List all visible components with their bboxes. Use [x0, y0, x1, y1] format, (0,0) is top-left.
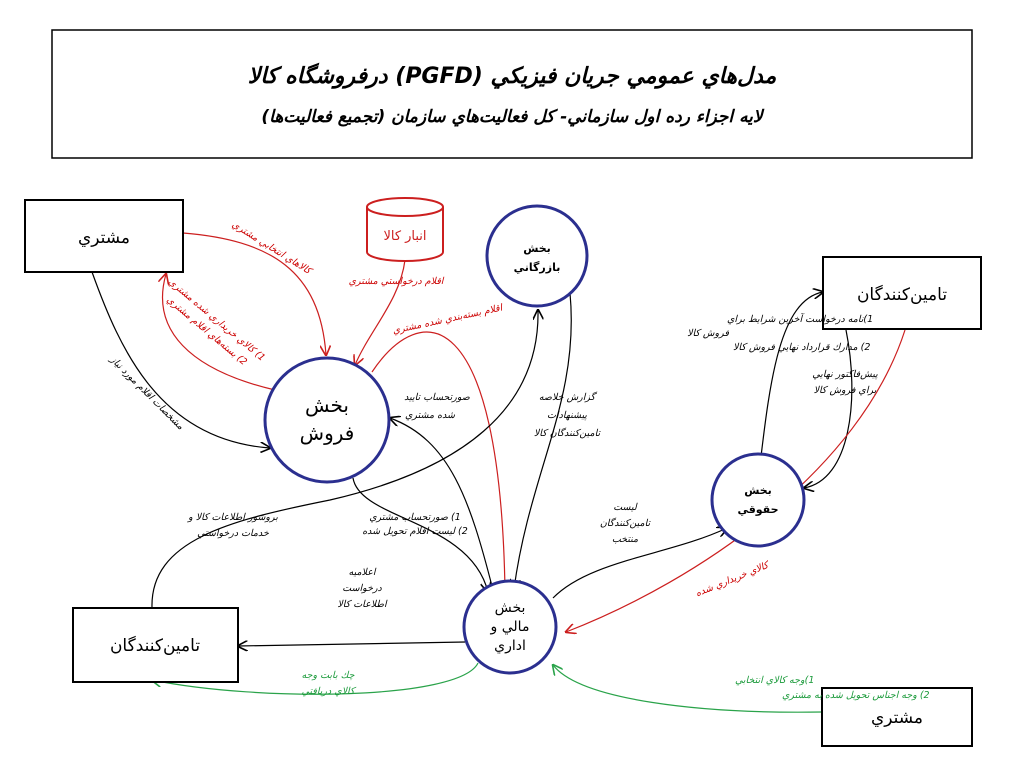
flow-check — [152, 662, 479, 695]
entity-supplier-left: تامين‌كنندگان — [72, 607, 239, 683]
label-requested-items: اقلام درخواستي مشتري — [349, 276, 445, 287]
process-commercial: بخش بازرگاني — [485, 204, 589, 308]
process-commercial-line1: بخش — [523, 242, 551, 255]
label-proforma-1: پيش‌فاكتور نهايي — [812, 369, 878, 380]
label-supplier-letter-3: 2) مدارك قرارداد نهايي فروش كالا — [733, 342, 870, 353]
process-sales-line1: بخش — [305, 393, 349, 417]
flow-supplier-letter — [759, 292, 823, 466]
entity-supplier-right: تامين‌كنندگان — [822, 256, 982, 330]
process-legal-line1: بخش — [744, 484, 772, 497]
title-line-2: لايه اجزاء رده اول سازماني- كل فعاليت‌ها… — [261, 107, 765, 127]
entity-customer-bottom: مشتري — [821, 687, 973, 747]
label-customer-invoice-2: 2) ليست اقلام تحويل شده — [362, 526, 468, 537]
label-proforma-2: براي فروش كالا — [814, 385, 877, 396]
flow-item-specs — [91, 271, 270, 448]
process-legal: بخش حقوقي — [710, 452, 806, 548]
store-warehouse: انبار كالا — [366, 197, 444, 262]
entity-customer-top-label: مشتري — [78, 228, 130, 248]
label-payment-1: 1)وجه كالاي انتخابي — [735, 675, 814, 686]
flow-packed-items — [371, 331, 505, 590]
label-selected-suppliers-2: تامين‌كنندگان — [600, 517, 652, 529]
label-selected-suppliers-1: ليست — [613, 502, 638, 513]
label-item-specs: مشخصات اقلام مورد نياز — [107, 354, 186, 433]
title-box: مدل‌هاي عمومي جريان فيزيكي (PGFD) درفروش… — [51, 29, 973, 159]
label-brochure-1: بروشور اطلاعات كالا و — [187, 512, 278, 523]
entity-supplier-left-label: تامين‌كنندگان — [110, 635, 200, 656]
label-summary-report-3: تامين‌كنندگان كالا — [534, 427, 602, 439]
process-finance-line1: بخش — [495, 600, 526, 616]
flow-approved-invoice — [390, 418, 494, 591]
label-approved-invoice-2: شده مشتري — [405, 410, 456, 421]
flow-selected-goods — [182, 232, 326, 355]
label-selected-goods: كالاهاي انتخابي مشتري — [230, 219, 315, 278]
label-packed-items: اقلام بسته‌بندي شده مشتري — [392, 302, 505, 336]
entity-supplier-right-label: تامين‌كنندگان — [857, 284, 947, 305]
label-supplier-letter-2: فروش كالا — [687, 328, 729, 339]
flow-announcement — [238, 642, 466, 646]
label-check-1: چك بابت وجه — [302, 670, 355, 681]
label-summary-report-2: پيشنهادات — [547, 410, 587, 421]
flow-selected-suppliers — [552, 528, 727, 599]
process-commercial-line2: بازرگاني — [514, 261, 561, 274]
flow-brochure — [151, 310, 538, 609]
entity-customer-bottom-label: مشتري — [871, 708, 923, 728]
label-announce-3: اطلاعات كالا — [337, 599, 388, 610]
label-payment-2: 2) وجه اجناس تحويل شده به مشتري — [782, 690, 930, 701]
label-approved-invoice-1: صورتحساب تاييد — [404, 392, 471, 403]
label-selected-suppliers-3: منتخب — [612, 534, 638, 545]
process-finance-line2: مالي و — [490, 619, 530, 635]
store-warehouse-label: انبار كالا — [383, 229, 426, 244]
label-announce-1: اعلاميه — [348, 567, 376, 578]
flow-proforma — [804, 329, 853, 488]
process-finance-line3: اداري — [494, 638, 526, 654]
label-brochure-2: خدمات درخواستي — [197, 528, 269, 539]
label-announce-2: درخواست — [342, 583, 382, 594]
process-sales: بخش فروش — [263, 356, 391, 484]
label-purchased-packages-1: 1) كالاي خريداري شده مشتري — [166, 276, 267, 363]
label-purchased-goods: كالاي خريداري شده — [694, 559, 772, 599]
process-finance: بخش مالي و اداري — [462, 579, 558, 675]
process-legal-line2: حقوقي — [737, 503, 778, 516]
process-sales-line2: فروش — [300, 421, 355, 445]
flow-summary-report — [514, 292, 572, 589]
label-summary-report-1: گزارش خلاصه — [539, 391, 598, 403]
entity-customer-top: مشتري — [24, 199, 184, 273]
flow-purchased-packages — [163, 274, 276, 391]
label-customer-invoice-1: 1) صورتحساب مشتري — [369, 512, 461, 523]
flow-requested-items — [355, 259, 406, 365]
label-supplier-letter-1: 1)نامه درخواست آخرين شرايط براي — [727, 313, 873, 325]
label-check-2: كالاي دريافتي — [302, 686, 357, 697]
title-line-1: مدل‌هاي عمومي جريان فيزيكي (PGFD) درفروش… — [248, 62, 777, 89]
flow-payment — [553, 665, 823, 713]
